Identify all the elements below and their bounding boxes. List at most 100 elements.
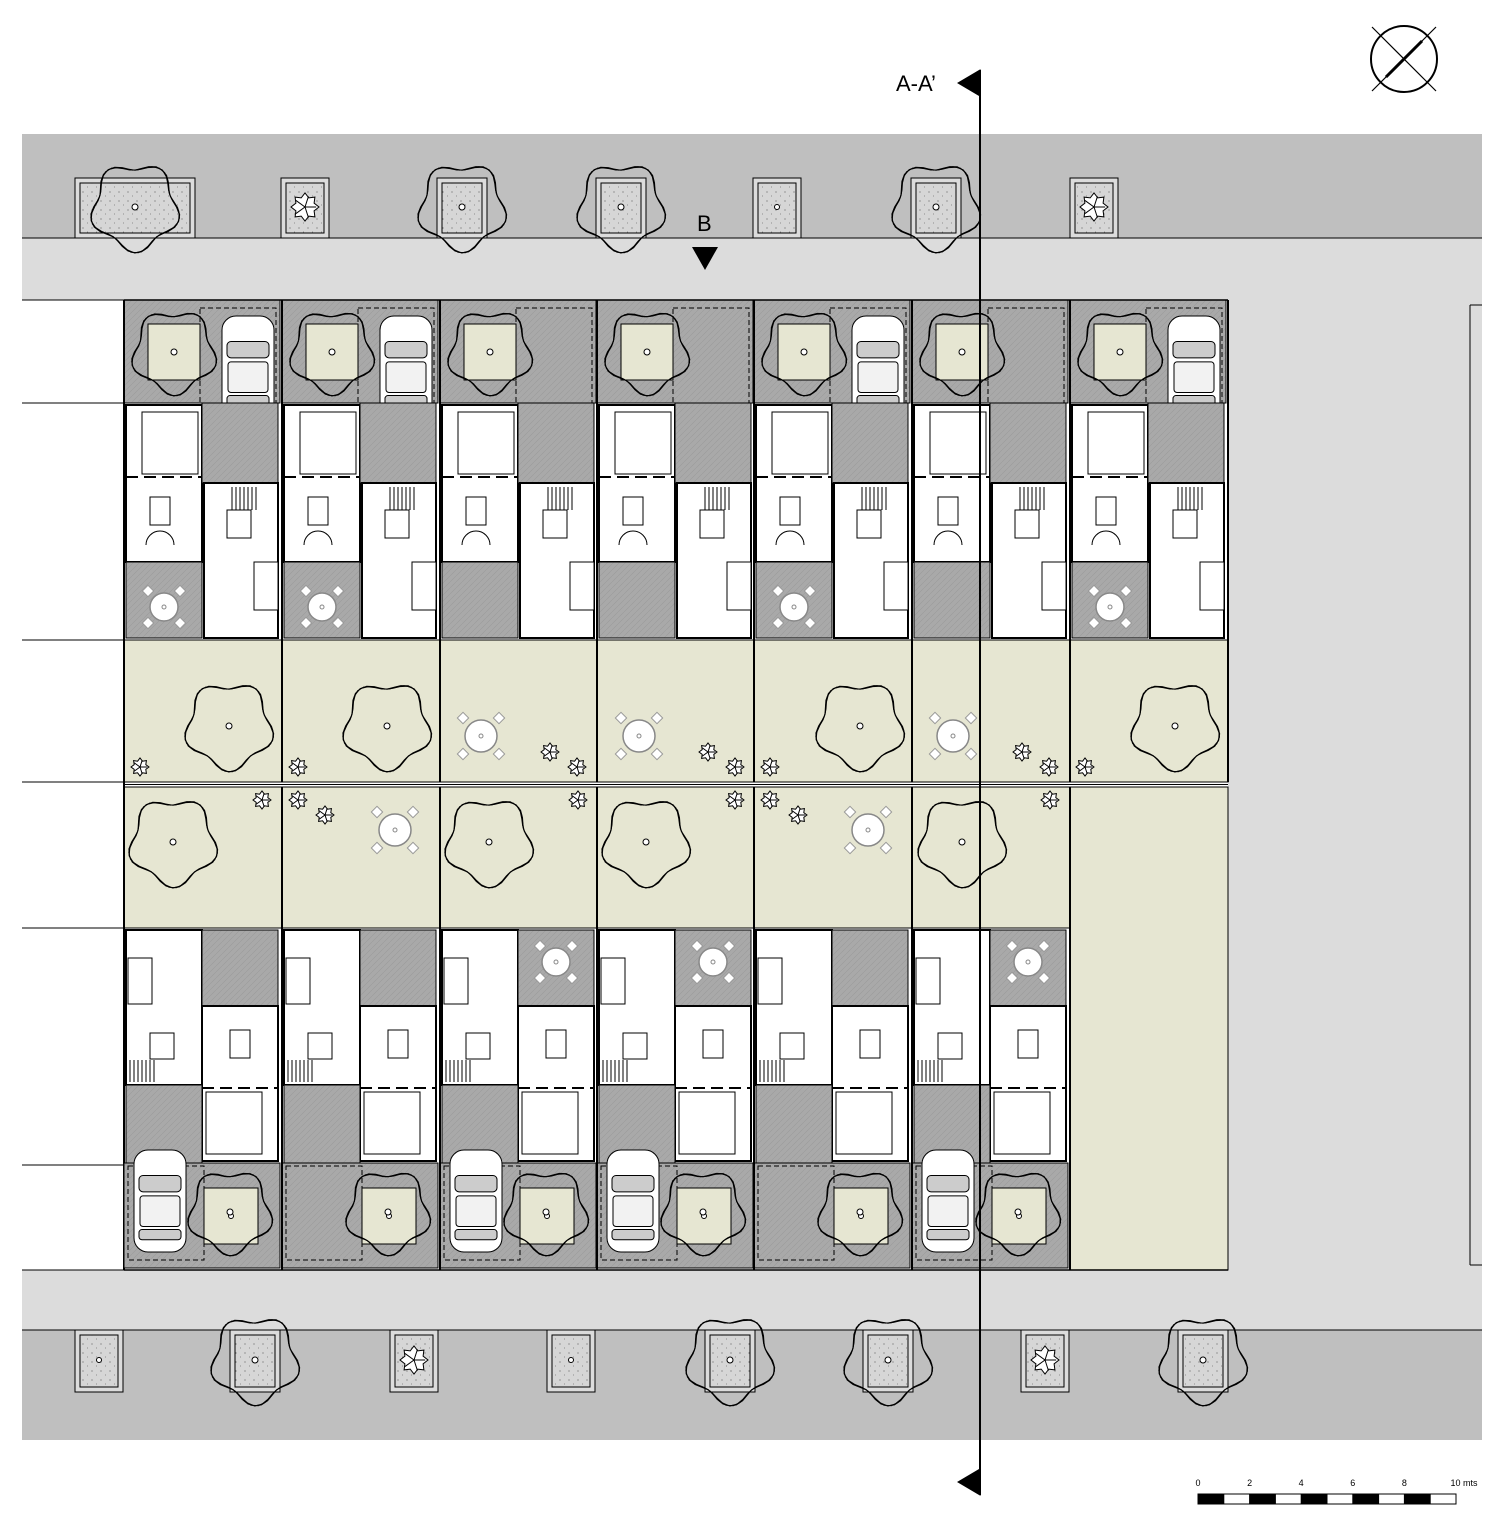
dining-table-icon (1095, 496, 1117, 526)
table-icon (690, 939, 736, 985)
sofa-icon (443, 957, 469, 1005)
tree-icon (975, 1172, 1062, 1257)
dining-table-icon (1017, 1029, 1039, 1059)
sofa-icon (1199, 561, 1225, 611)
car-icon (449, 1149, 503, 1253)
tree-icon (815, 685, 906, 773)
dining-table-icon (545, 1029, 567, 1059)
house-lot (439, 299, 597, 641)
tree-icon (128, 801, 219, 889)
scale-tick-2: 2 (1247, 1478, 1253, 1488)
tree-icon (342, 685, 433, 773)
shrub-icon (698, 742, 718, 762)
planter-box (361, 1187, 417, 1245)
car-icon (851, 315, 905, 419)
house-lot (753, 299, 911, 641)
tree-icon (761, 312, 848, 397)
shrub-icon (788, 805, 808, 825)
tree-icon (444, 801, 535, 889)
tree-pit (1020, 1329, 1070, 1393)
section-b-label: B (697, 211, 712, 236)
shrub-icon (399, 1345, 429, 1375)
table-icon (141, 584, 187, 630)
scale-tick-0: 0 (1195, 1478, 1201, 1488)
planter-box (676, 1187, 732, 1245)
tree-pit (685, 1319, 776, 1407)
sofa-icon (883, 561, 909, 611)
sofa-icon (726, 561, 752, 611)
shrub-icon (725, 790, 745, 810)
scale-tick-4: 4 (1298, 1478, 1304, 1488)
shrub-icon (130, 757, 150, 777)
sofa-icon (411, 561, 437, 611)
garden-strip-top (123, 639, 1229, 783)
dining-table-icon (779, 496, 801, 526)
dining-table-icon (465, 496, 487, 526)
shrub-icon (1075, 757, 1095, 777)
tree-pit (891, 166, 982, 254)
sofa-icon (1041, 561, 1067, 611)
dining-table-icon (859, 1029, 881, 1059)
tree-icon (685, 1319, 776, 1407)
dining-table-icon (937, 496, 959, 526)
sofa-icon (127, 957, 153, 1005)
section-b-arrow-icon (692, 247, 718, 270)
shrub-icon (288, 757, 308, 777)
tree-icon (843, 1319, 934, 1407)
tree-icon (210, 1319, 301, 1407)
dining-table-icon (229, 1029, 251, 1059)
section-line-a (957, 69, 981, 1496)
planter-box (519, 1187, 575, 1245)
dining-table-icon (702, 1029, 724, 1059)
planter-box (833, 1187, 889, 1245)
table-icon (843, 805, 893, 855)
tree-icon (503, 1172, 590, 1257)
tree-pit (74, 166, 196, 254)
door-icon (933, 530, 963, 546)
shrub-icon (1040, 790, 1060, 810)
left-neighbour-lots (22, 299, 124, 1271)
house-lot (911, 299, 1069, 641)
tree-icon (817, 1172, 904, 1257)
shrub-icon (315, 805, 335, 825)
street-top (22, 134, 1482, 238)
tree-pit (1069, 177, 1119, 239)
door-icon (145, 530, 175, 546)
house-lot (1069, 299, 1227, 641)
sofa-icon (569, 561, 595, 611)
table-icon (533, 939, 579, 985)
tree-icon (601, 801, 692, 889)
shrub-icon (540, 742, 560, 762)
tree-icon (447, 312, 534, 397)
shrub-icon (1039, 757, 1059, 777)
shrub-icon (760, 757, 780, 777)
tree-pit (417, 166, 508, 254)
tree-pit (280, 177, 330, 239)
tree-icon (345, 1172, 432, 1257)
tree-icon (660, 1172, 747, 1257)
door-icon (618, 530, 648, 546)
tree-pit (389, 1329, 439, 1393)
car-icon (1167, 315, 1221, 419)
table-icon (299, 584, 345, 630)
tree-icon (1077, 312, 1164, 397)
tree-icon (1130, 685, 1221, 773)
car-icon (133, 1149, 187, 1253)
sidewalk-right (1228, 300, 1482, 1270)
shrub-icon (1030, 1345, 1060, 1375)
scale-tick-10: 10 mts (1450, 1478, 1478, 1488)
sofa-icon (915, 957, 941, 1005)
planter-box (777, 323, 831, 381)
tree-icon (289, 312, 376, 397)
table-icon (1087, 584, 1133, 630)
north-arrow-icon (1370, 25, 1438, 93)
dining-table-icon (149, 496, 171, 526)
door-icon (1091, 530, 1121, 546)
sofa-icon (600, 957, 626, 1005)
dining-table-icon (387, 1029, 409, 1059)
shrub-icon (1012, 742, 1032, 762)
tree-icon (604, 312, 691, 397)
car-icon (606, 1149, 660, 1253)
tree-pit (576, 166, 667, 254)
